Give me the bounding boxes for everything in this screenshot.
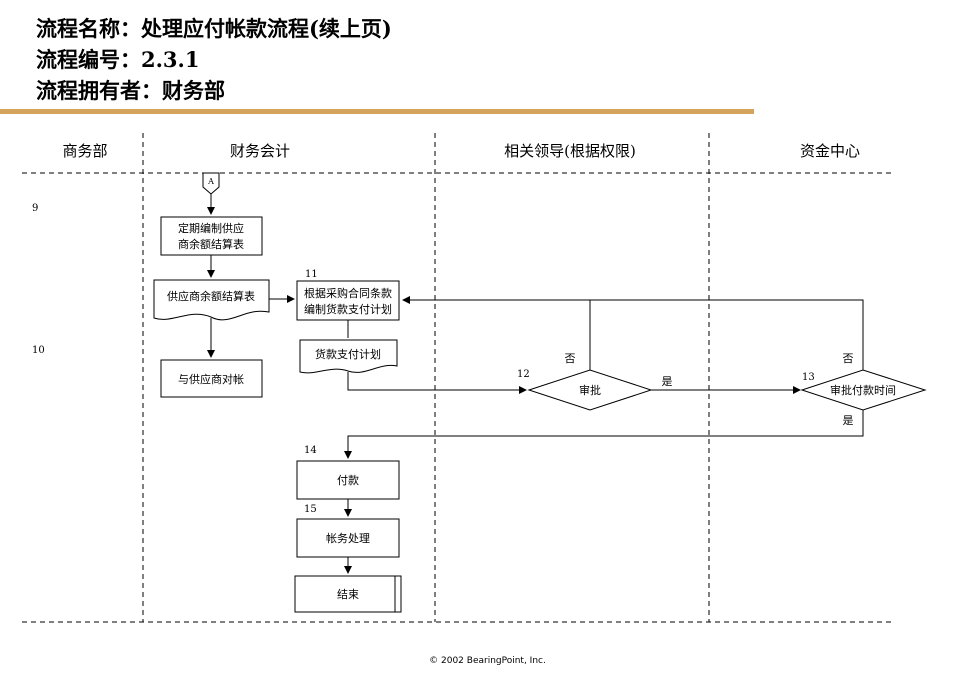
label-approve-time-no: 否 [843, 352, 854, 365]
step-number-15: 15 [304, 504, 317, 515]
node-pay: 付款 [296, 460, 400, 500]
node-approve-label: 审批 [579, 383, 601, 397]
node-approve-time-label: 审批付款时间 [830, 383, 896, 397]
node-reconcile-label: 与供应商对帐 [178, 372, 244, 386]
node-plan-doc: 货款支付计划 [299, 339, 398, 374]
node-statement-doc: 供应商余额结算表 [153, 279, 270, 321]
row-number-9: 9 [32, 203, 39, 214]
node-approve-decision: 审批 [527, 369, 653, 411]
label-approve-yes: 是 [662, 375, 673, 388]
step-number-13: 13 [802, 372, 815, 383]
lane-header-leaders: 相关领导(根据权限) [504, 142, 636, 160]
node-make-statement-line2: 商余额结算表 [178, 237, 244, 251]
process-owner: 流程拥有者：财务部 [36, 78, 225, 103]
node-make-statement: 定期编制供应 商余额结算表 [160, 216, 263, 256]
node-accounting: 帐务处理 [296, 518, 400, 558]
node-payment-plan-line2: 编制货款支付计划 [304, 302, 392, 316]
swimlane-grid [22, 133, 893, 623]
node-statement-doc-label: 供应商余额结算表 [167, 289, 255, 303]
node-make-statement-line1: 定期编制供应 [178, 221, 244, 235]
step-number-12: 12 [517, 369, 530, 380]
arrow-approve-no [402, 296, 591, 370]
row-number-10: 10 [32, 345, 45, 356]
node-accounting-label: 帐务处理 [326, 532, 370, 545]
arrow-approve-time-yes [344, 410, 864, 459]
node-approve-time-decision: 审批付款时间 [800, 369, 927, 411]
step-number-11: 11 [305, 269, 318, 280]
process-name: 流程名称：处理应付帐款流程(续上页) [36, 16, 392, 41]
node-end-label: 结束 [337, 588, 359, 601]
copyright-footer: © 2002 BearingPoint, Inc. [429, 656, 546, 666]
label-approve-no: 否 [565, 352, 576, 365]
lane-header-accounting: 财务会计 [229, 142, 290, 160]
node-end: 结束 [294, 575, 402, 613]
node-pay-label: 付款 [337, 473, 359, 487]
process-number: 流程编号：2.3.1 [36, 47, 200, 72]
node-payment-plan-line1: 根据采购合同条款 [304, 286, 392, 300]
step-number-14: 14 [304, 445, 317, 456]
connector-a-label: A [207, 177, 214, 186]
lane-header-treasury: 资金中心 [799, 142, 860, 160]
node-plan-doc-label: 货款支付计划 [315, 347, 381, 361]
header-divider [0, 109, 754, 114]
arrow-plan-to-approve [347, 372, 527, 394]
connector-a: A [202, 172, 220, 195]
node-payment-plan: 根据采购合同条款 编制货款支付计划 [296, 280, 400, 321]
arrow-approve-time-no [590, 299, 864, 370]
lane-header-business: 商务部 [62, 142, 108, 160]
node-reconcile: 与供应商对帐 [160, 359, 263, 398]
label-approve-time-yes: 是 [843, 414, 854, 427]
